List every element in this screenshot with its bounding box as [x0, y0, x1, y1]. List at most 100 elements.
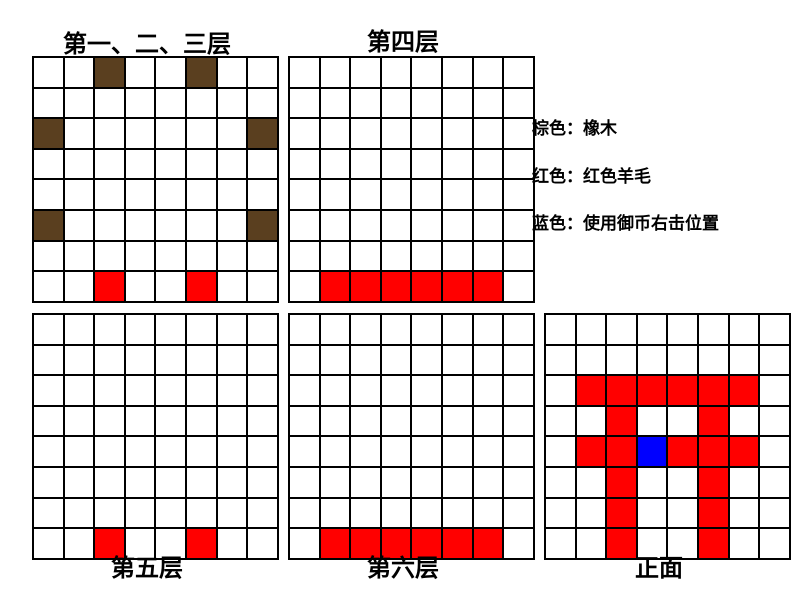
- empty-cell: [64, 345, 94, 375]
- empty-cell: [412, 376, 441, 405]
- empty-cell: [381, 210, 411, 240]
- empty-cell: [290, 376, 319, 405]
- empty-cell: [576, 345, 606, 375]
- empty-cell: [729, 529, 759, 558]
- empty-cell: [320, 180, 350, 209]
- red-wool-block: [698, 529, 728, 558]
- empty-cell: [320, 58, 350, 87]
- panel-title-layer-6: 第六层: [367, 554, 439, 582]
- empty-cell: [729, 406, 759, 436]
- empty-cell: [381, 498, 411, 528]
- empty-cell: [576, 406, 606, 436]
- empty-cell: [576, 467, 606, 497]
- empty-cell: [217, 58, 247, 87]
- empty-cell: [125, 119, 155, 148]
- empty-cell: [351, 119, 380, 148]
- empty-cell: [290, 149, 319, 179]
- empty-cell: [248, 272, 277, 301]
- red-wool-block: [698, 498, 728, 528]
- empty-cell: [186, 376, 216, 405]
- empty-cell: [576, 498, 606, 528]
- empty-cell: [351, 437, 380, 466]
- empty-cell: [760, 437, 789, 466]
- empty-cell: [125, 498, 155, 528]
- empty-cell: [504, 241, 533, 271]
- empty-cell: [217, 88, 247, 118]
- empty-cell: [95, 149, 124, 179]
- empty-cell: [64, 149, 94, 179]
- empty-cell: [351, 345, 380, 375]
- empty-cell: [504, 315, 533, 344]
- empty-cell: [760, 345, 789, 375]
- empty-cell: [34, 149, 63, 179]
- red-wool-block: [607, 437, 636, 466]
- empty-cell: [668, 406, 697, 436]
- empty-cell: [156, 437, 185, 466]
- empty-cell: [156, 498, 185, 528]
- empty-cell: [125, 272, 155, 301]
- empty-cell: [248, 241, 277, 271]
- empty-cell: [473, 315, 503, 344]
- empty-cell: [504, 58, 533, 87]
- empty-cell: [34, 406, 63, 436]
- empty-cell: [473, 180, 503, 209]
- empty-cell: [442, 345, 472, 375]
- red-wool-block: [637, 376, 667, 405]
- empty-cell: [125, 210, 155, 240]
- empty-cell: [156, 210, 185, 240]
- empty-cell: [95, 210, 124, 240]
- empty-cell: [412, 437, 441, 466]
- empty-cell: [607, 315, 636, 344]
- empty-cell: [64, 437, 94, 466]
- grid-layer-5: [32, 313, 279, 560]
- empty-cell: [320, 241, 350, 271]
- red-wool-block: [698, 406, 728, 436]
- empty-cell: [34, 467, 63, 497]
- empty-cell: [442, 58, 472, 87]
- red-wool-block: [698, 376, 728, 405]
- empty-cell: [290, 272, 319, 301]
- empty-cell: [412, 467, 441, 497]
- red-wool-block: [320, 272, 350, 301]
- empty-cell: [217, 119, 247, 148]
- empty-cell: [504, 529, 533, 558]
- empty-cell: [381, 58, 411, 87]
- empty-cell: [95, 119, 124, 148]
- empty-cell: [248, 376, 277, 405]
- empty-cell: [504, 119, 533, 148]
- empty-cell: [64, 58, 94, 87]
- empty-cell: [607, 345, 636, 375]
- red-wool-block: [186, 529, 216, 558]
- empty-cell: [412, 315, 441, 344]
- empty-cell: [442, 437, 472, 466]
- empty-cell: [668, 498, 697, 528]
- empty-cell: [248, 437, 277, 466]
- red-wool-block: [381, 529, 411, 558]
- empty-cell: [412, 406, 441, 436]
- empty-cell: [125, 437, 155, 466]
- empty-cell: [442, 498, 472, 528]
- empty-cell: [729, 498, 759, 528]
- empty-cell: [576, 529, 606, 558]
- empty-cell: [473, 210, 503, 240]
- empty-cell: [504, 180, 533, 209]
- empty-cell: [125, 529, 155, 558]
- empty-cell: [156, 241, 185, 271]
- red-wool-block: [698, 437, 728, 466]
- empty-cell: [156, 180, 185, 209]
- empty-cell: [320, 437, 350, 466]
- empty-cell: [412, 241, 441, 271]
- empty-cell: [95, 467, 124, 497]
- red-wool-block: [607, 529, 636, 558]
- red-wool-block: [729, 376, 759, 405]
- empty-cell: [412, 119, 441, 148]
- empty-cell: [186, 180, 216, 209]
- empty-cell: [248, 345, 277, 375]
- empty-cell: [217, 345, 247, 375]
- grid-layer-4: [288, 56, 535, 303]
- empty-cell: [156, 88, 185, 118]
- grid-layers-1-3: [32, 56, 279, 303]
- empty-cell: [381, 149, 411, 179]
- empty-cell: [217, 241, 247, 271]
- empty-cell: [351, 467, 380, 497]
